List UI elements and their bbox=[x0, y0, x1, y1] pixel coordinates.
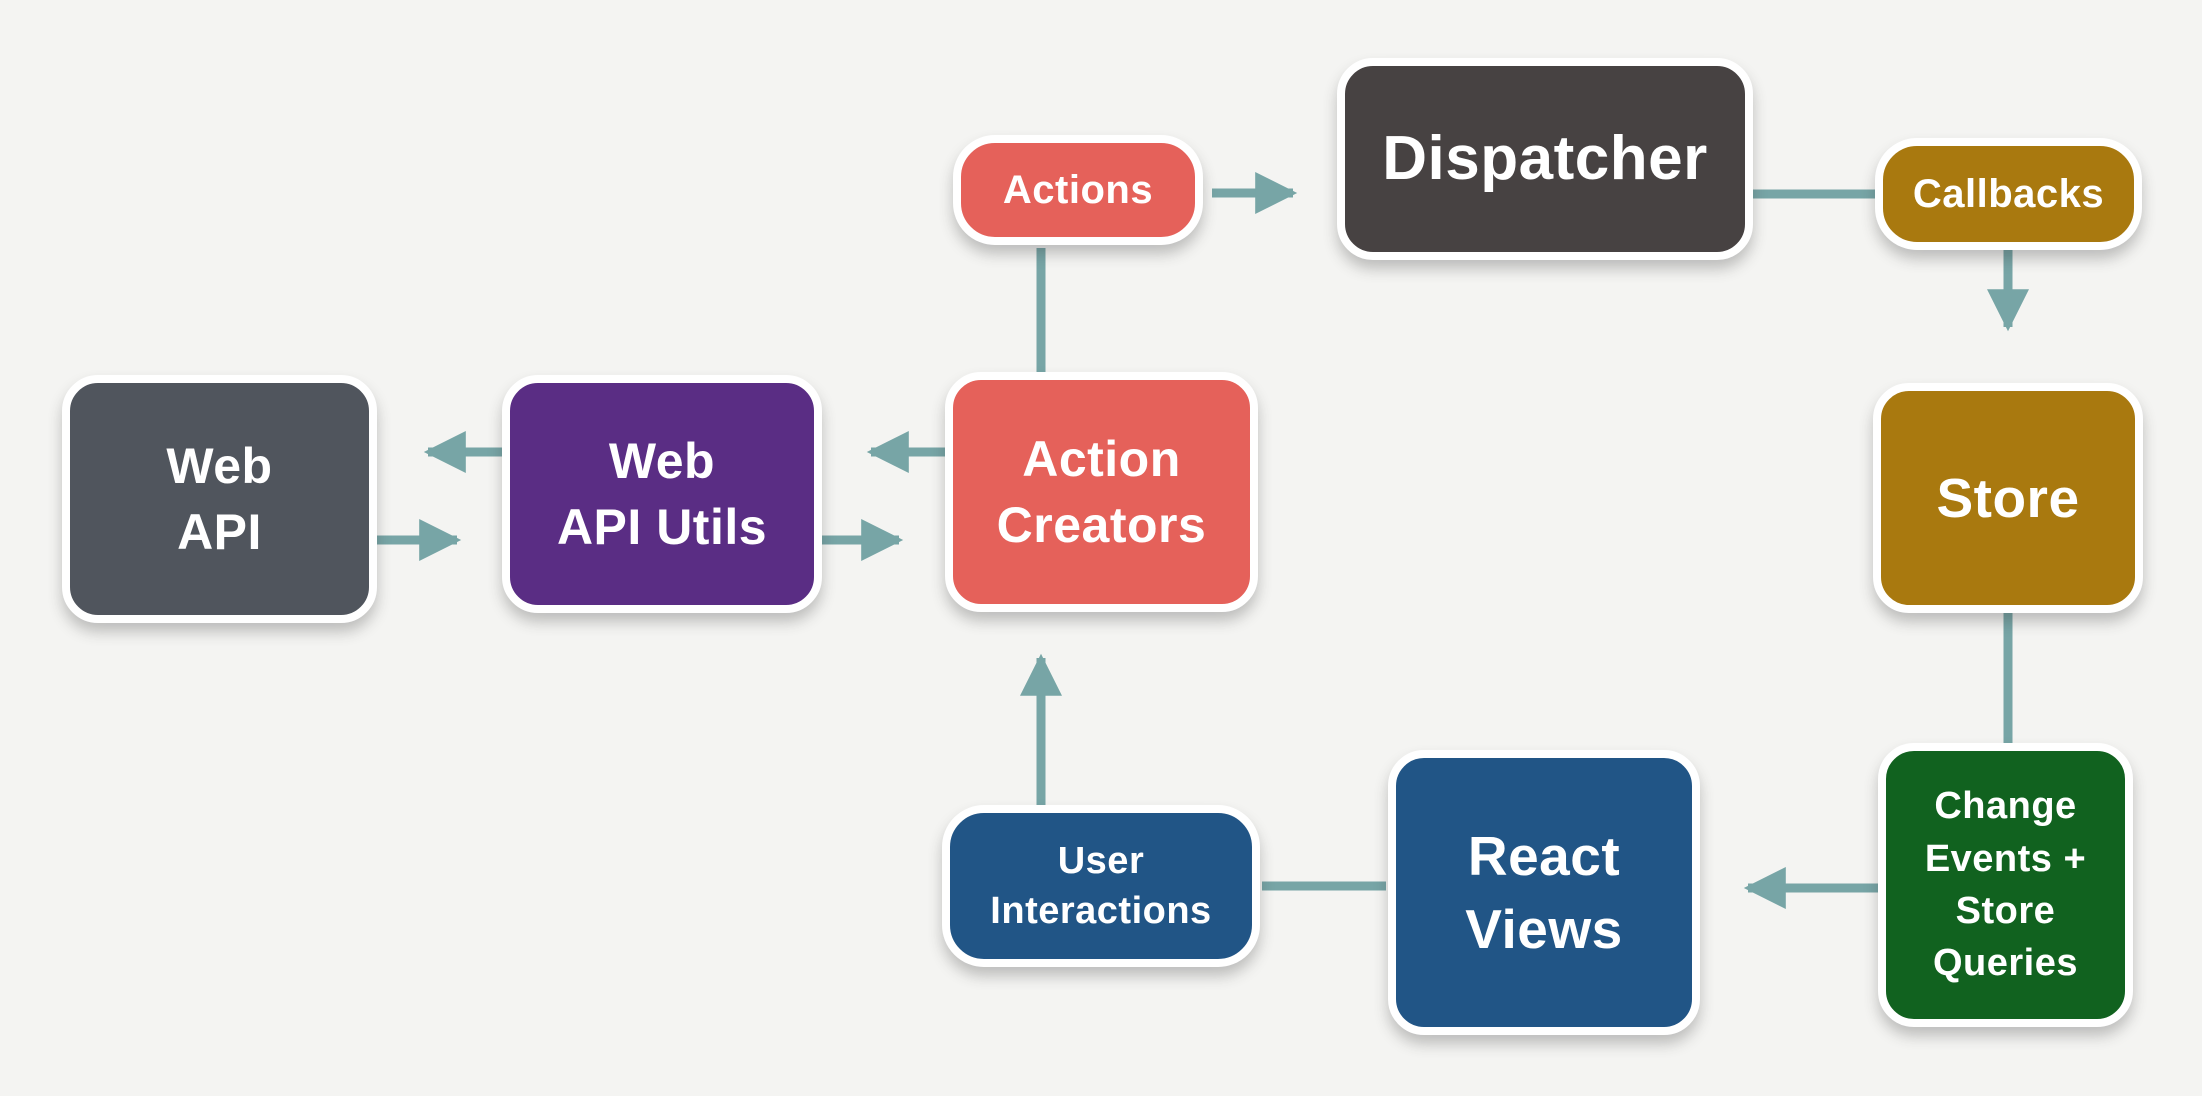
node-web-api: Web API bbox=[62, 375, 377, 623]
node-web-api-utils-label: Web API Utils bbox=[556, 433, 768, 555]
node-action-creators: Action Creators bbox=[945, 372, 1258, 612]
node-change-events-store-queries: Change Events + Store Queries bbox=[1878, 743, 2133, 1027]
node-store-label: Store bbox=[1936, 466, 2080, 529]
node-user-interactions-label: User Interactions bbox=[990, 839, 1212, 932]
node-change-events-store-queries-label: Change Events + Store Queries bbox=[1924, 785, 2087, 985]
node-web-api-label: Web API bbox=[166, 438, 273, 560]
node-react-views: React Views bbox=[1388, 750, 1700, 1035]
node-store: Store bbox=[1873, 383, 2143, 613]
node-actions: Actions bbox=[953, 135, 1203, 245]
node-web-api-utils: Web API Utils bbox=[502, 375, 822, 613]
node-react-views-label: React Views bbox=[1465, 824, 1623, 960]
node-action-creators-label: Action Creators bbox=[996, 431, 1207, 553]
node-callbacks: Callbacks bbox=[1875, 138, 2142, 250]
node-actions-label: Actions bbox=[1002, 167, 1154, 212]
node-user-interactions: User Interactions bbox=[942, 805, 1260, 967]
node-dispatcher-label: Dispatcher bbox=[1382, 124, 1708, 194]
node-callbacks-label: Callbacks bbox=[1912, 171, 2105, 216]
node-dispatcher: Dispatcher bbox=[1337, 58, 1753, 260]
